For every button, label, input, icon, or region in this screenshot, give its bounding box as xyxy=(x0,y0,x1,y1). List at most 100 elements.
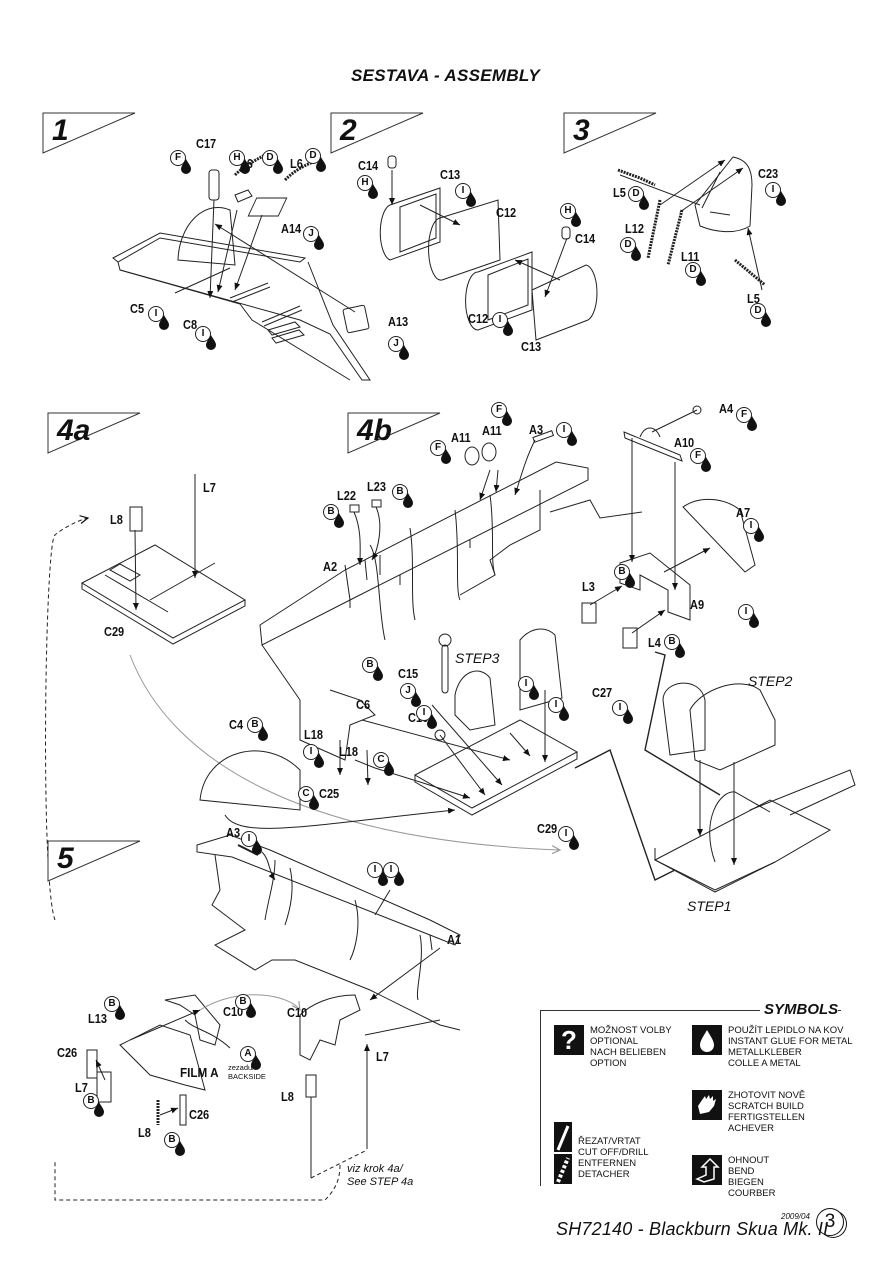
glue-badge: D xyxy=(750,303,774,329)
paint-code-circle: I xyxy=(492,312,508,328)
glue-badge: F xyxy=(430,440,454,466)
glue-drop-icon xyxy=(240,159,250,174)
part-label: C25 xyxy=(319,787,340,801)
paint-code-circle: C xyxy=(298,786,314,802)
part-label: C15 xyxy=(398,667,419,681)
step5-instrument-panel xyxy=(54,994,370,1201)
symbol-text: DETACHER xyxy=(578,1169,630,1180)
paint-code-circle: I xyxy=(765,182,781,198)
symbol-text: POUŽÍT LEPIDLO NA KOV xyxy=(728,1025,844,1036)
glue-badge: I xyxy=(743,518,767,544)
glue-badge: J xyxy=(400,683,424,709)
part-label: C5 xyxy=(130,302,145,316)
glue-badge: F xyxy=(170,150,194,176)
symbol-text: INSTANT GLUE FOR METAL xyxy=(728,1036,853,1047)
symbol-text: BEND xyxy=(728,1166,755,1177)
glue-badge: D xyxy=(262,150,286,176)
step-flag-4b: 4b xyxy=(347,412,442,454)
glue-drop-icon xyxy=(159,315,169,330)
step5-cockpit-side xyxy=(196,834,461,1036)
symbol-text: COURBER xyxy=(728,1188,776,1199)
glue-badge: D xyxy=(620,237,644,263)
glue-badge: I xyxy=(518,676,542,702)
bend-icon xyxy=(692,1155,722,1185)
glue-drop-icon xyxy=(368,184,378,199)
glue-badge: I xyxy=(303,744,327,770)
glue-badge: B xyxy=(362,657,386,683)
paint-code-circle: I xyxy=(556,422,572,438)
part-label: A10 xyxy=(674,436,695,450)
glue-badge: C xyxy=(373,752,397,778)
step2-tank-parts xyxy=(379,155,598,341)
symbol-bend: OHNOUT BEND BIEGEN COURBER xyxy=(692,1155,776,1199)
step-flag-3: 3 xyxy=(563,112,658,154)
glue-badge: I xyxy=(383,862,407,888)
part-label: L18 xyxy=(304,728,323,742)
cut-icon xyxy=(554,1122,572,1152)
symbol-text: CUT OFF/DRILL xyxy=(578,1147,649,1158)
glue-drop-icon xyxy=(316,157,326,172)
step-flag-1: 1 xyxy=(42,112,137,154)
glue-badge: I xyxy=(558,826,582,852)
part-label: L7 xyxy=(376,1050,389,1064)
glue-drop-icon xyxy=(206,335,216,350)
glue-badge: F xyxy=(736,407,760,433)
part-label: C14 xyxy=(358,159,379,173)
paint-code-circle: H xyxy=(357,175,373,191)
glue-drop-icon xyxy=(399,345,409,360)
glue-badge: J xyxy=(303,226,327,252)
glue-drop-icon xyxy=(378,871,388,886)
paint-code-circle: F xyxy=(736,407,752,423)
paint-code-circle: D xyxy=(750,303,766,319)
part-label: C12 xyxy=(496,206,517,220)
step3-ref: STEP3 xyxy=(455,650,500,666)
part-label: C26 xyxy=(57,1046,78,1060)
glue-badge: I xyxy=(548,697,572,723)
paint-code-circle: H xyxy=(229,150,245,166)
glue-badge: B xyxy=(392,484,416,510)
glue-drop-icon xyxy=(246,1003,256,1018)
glue-badge: I xyxy=(556,422,580,448)
paint-code-circle: B xyxy=(104,996,120,1012)
glue-drop-icon xyxy=(384,761,394,776)
paint-code-circle: B xyxy=(614,564,630,580)
paint-code-circle: A xyxy=(240,1046,256,1062)
step1-floor-part xyxy=(112,150,371,381)
glue-drop-icon xyxy=(314,235,324,250)
glue-badge: I xyxy=(492,312,516,338)
paint-code-circle: I xyxy=(518,676,534,692)
paint-code-circle: I xyxy=(416,705,432,721)
symbol-text: ACHEVER xyxy=(728,1123,774,1134)
step-number: 1 xyxy=(52,114,69,147)
glue-drop-icon xyxy=(427,714,437,729)
paint-code-circle: D xyxy=(262,150,278,166)
paint-code-circle: D xyxy=(620,237,636,253)
part-label: C10 xyxy=(287,1006,308,1020)
paint-code-circle: I xyxy=(738,604,754,620)
glue-badge: H xyxy=(357,175,381,201)
paint-code-circle: J xyxy=(303,226,319,242)
part-label: L5 xyxy=(747,292,760,306)
glue-badge: I xyxy=(738,604,762,630)
paint-code-circle: B xyxy=(247,717,263,733)
part-label: A3 xyxy=(226,826,241,840)
part-label: C13 xyxy=(521,340,542,354)
step2-ref: STEP2 xyxy=(748,673,793,689)
glue-drop-icon xyxy=(761,312,771,327)
part-label: L8 xyxy=(110,513,123,527)
glue-badge: F xyxy=(690,448,714,474)
symbol-text: ZHOTOVIT NOVĚ xyxy=(728,1090,806,1101)
step-flag-2: 2 xyxy=(330,112,425,154)
glue-badge: I xyxy=(148,306,172,332)
glue-badge: I xyxy=(765,182,789,208)
part-label: L5 xyxy=(613,186,626,200)
part-label: A3 xyxy=(529,423,544,437)
glue-badge: B xyxy=(247,717,271,743)
part-label: C6 xyxy=(356,698,371,712)
paint-code-circle: B xyxy=(664,634,680,650)
symbol-text: ENTFERNEN xyxy=(578,1158,637,1169)
step1-step2-assembly xyxy=(574,651,856,893)
part-label: L7 xyxy=(75,1081,88,1095)
glue-badge: B xyxy=(614,564,638,590)
glue-drop-icon xyxy=(373,666,383,681)
